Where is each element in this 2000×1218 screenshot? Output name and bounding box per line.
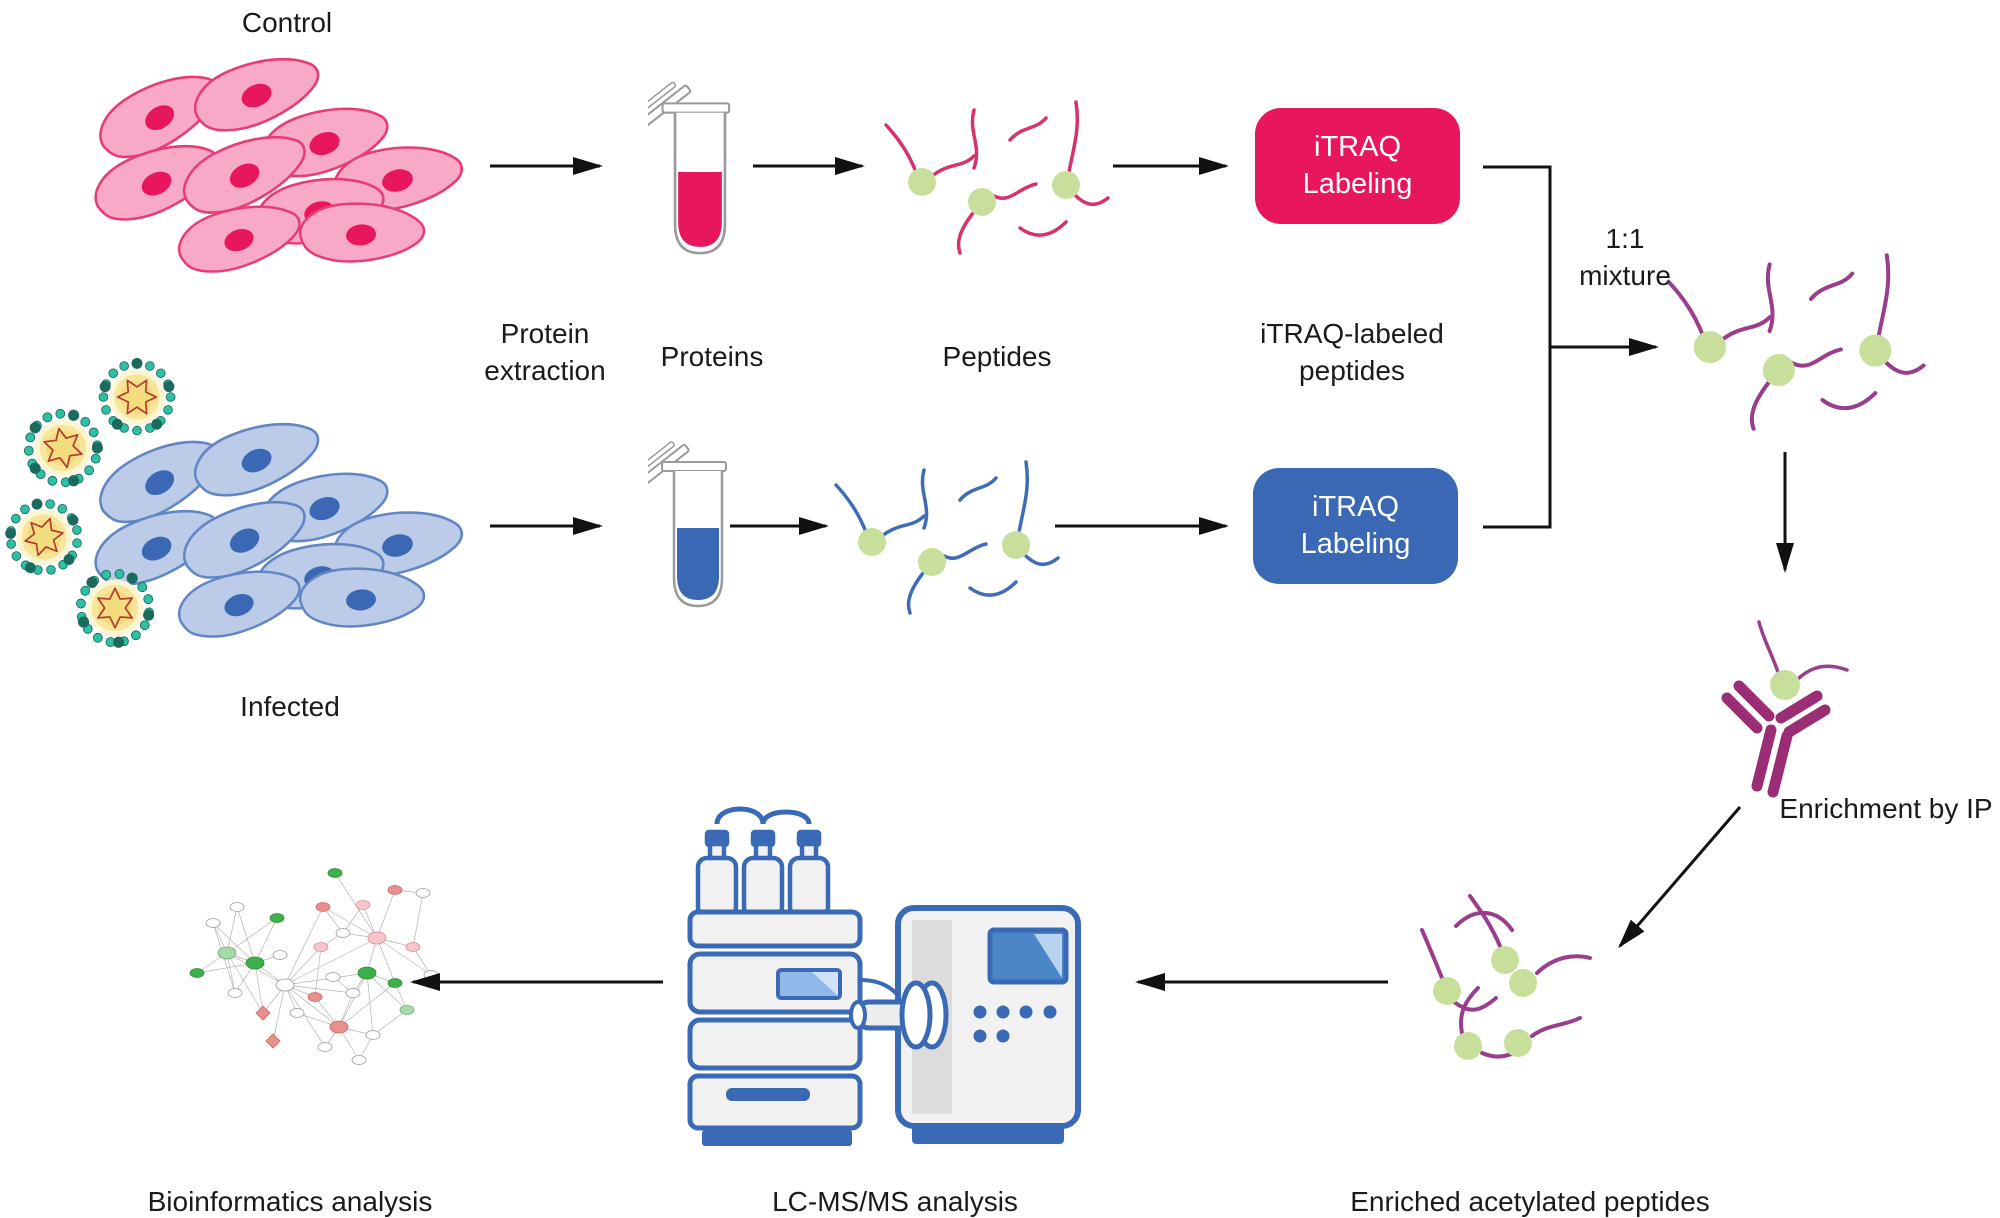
control-label: Control — [241, 7, 333, 38]
itraq-box-line2: Labeling — [1300, 528, 1411, 560]
itraq-labeled-peptides-label: iTRAQ-labeled peptides — [1260, 318, 1444, 386]
peptides-infected-illustration — [836, 462, 1058, 613]
enrichment-label: Enrichment by IP — [1779, 793, 1993, 824]
itraq-box-line2: Labeling — [1302, 168, 1413, 200]
peptides-control-illustration — [886, 102, 1108, 253]
virus-icon — [61, 553, 170, 662]
proteins-label: Proteins — [660, 341, 764, 372]
arrow-ip-to-enriched — [1618, 806, 1742, 949]
itraq-box-line1: iTRAQ — [1314, 131, 1401, 163]
bioinformatics-network — [189, 868, 439, 1065]
enriched-peptides-label: Enriched acetylated peptides — [1350, 1186, 1710, 1217]
control-cells-illustration — [85, 50, 485, 275]
enriched-peptides-illustration — [1420, 894, 1592, 1062]
tube-blue-icon — [648, 439, 728, 608]
peptides-label: Peptides — [942, 341, 1052, 372]
itraq-box-line1: iTRAQ — [1312, 491, 1399, 523]
merge-bracket — [1483, 165, 1552, 529]
itraq-box-infected: iTRAQ Labeling — [1253, 468, 1458, 584]
virus-icon — [13, 397, 114, 498]
lcms-label: LC-MS/MS analysis — [772, 1186, 1018, 1217]
tube-red-icon — [648, 80, 731, 255]
mixture-label: 1:1 mixture — [1579, 223, 1671, 291]
lcms-instrument-icon — [687, 806, 1081, 1146]
antibody-icon — [1721, 620, 1849, 798]
infected-label: Infected — [240, 691, 340, 722]
bioinformatics-label: Bioinformatics analysis — [147, 1186, 433, 1217]
virus-icon — [98, 357, 176, 436]
mixture-peptides-illustration — [1668, 255, 1924, 429]
protein-extraction-label: Protein extraction — [484, 318, 606, 386]
itraq-box-control: iTRAQ Labeling — [1255, 108, 1460, 224]
